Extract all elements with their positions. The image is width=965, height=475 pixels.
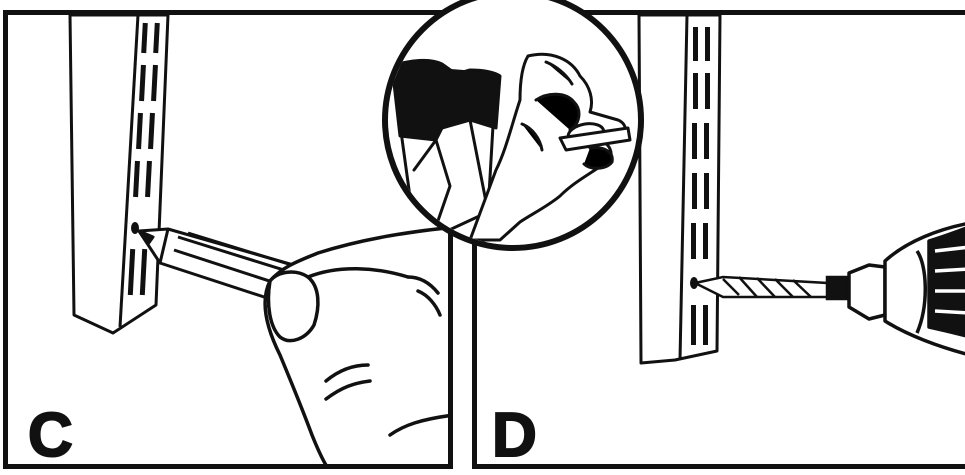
step-label-d: D [492,405,536,467]
hand-icon [265,227,453,469]
panel-d-illustration [477,15,965,469]
panel-c-illustration [8,15,453,469]
drill-icon [849,223,965,355]
drill-bit-icon [695,277,849,299]
panel-d [472,10,965,469]
shelf-standard-icon [70,15,168,333]
step-label-c: C [28,405,72,467]
shelf-standard-icon [639,15,720,363]
